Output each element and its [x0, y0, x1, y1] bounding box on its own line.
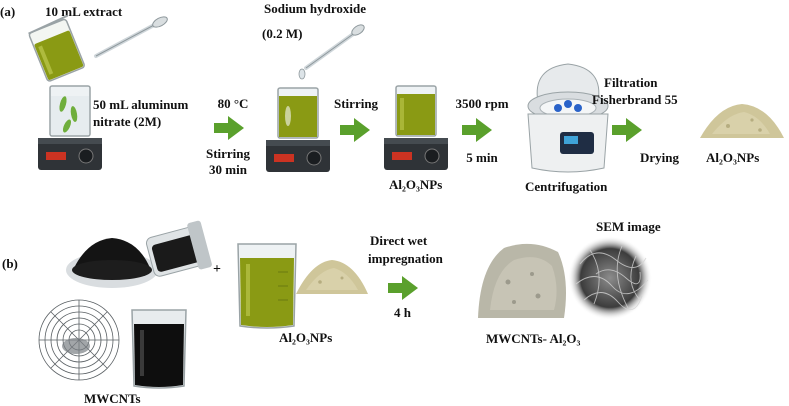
extract-beaker-icon — [28, 14, 85, 82]
composite-label: MWCNTs- Al₂O₃ — [486, 331, 581, 346]
panel-a-label: (a) — [0, 4, 16, 19]
al2o3-stirrer-icon — [384, 85, 448, 170]
nanotube-structure-icon — [38, 299, 120, 381]
product-label-2: Al₂O₃NPs — [706, 150, 760, 165]
arrow-right-icon — [214, 116, 244, 140]
naoh-label-2: (0.2 M) — [262, 26, 303, 41]
extract-beaker-icon — [237, 243, 297, 329]
stirring-time-label: 30 min — [209, 162, 247, 177]
naoh-pipette-icon — [298, 24, 365, 80]
time-label: 5 min — [466, 150, 498, 165]
naoh-label-1: Sodium hydroxide — [264, 1, 366, 16]
aluminum-nitrate-label-1: 50 mL aluminum — [93, 97, 189, 112]
product-label-1: Al₂O₃NPs — [389, 177, 443, 192]
centrifuge-icon — [527, 63, 609, 173]
centrifugation-label: Centrifugation — [525, 179, 608, 194]
stirring-label-1: Stirring — [205, 146, 251, 161]
sem-label: SEM image — [596, 219, 661, 234]
drying-label: Drying — [640, 150, 679, 165]
mwcnts-powder-icon — [66, 220, 212, 288]
panel-b-label: (b) — [2, 256, 18, 271]
filtration-label: Filtration — [604, 75, 658, 90]
temperature-label: 80 °C — [217, 96, 249, 111]
mwcnts-beaker-icon — [131, 309, 187, 389]
sem-image-icon — [568, 236, 652, 320]
stirring-label-2: Stirring — [334, 96, 379, 111]
aluminum-nitrate-stirrer-icon — [38, 85, 102, 170]
extract-volume-label: 10 mL extract — [45, 4, 123, 19]
plus-sign: + — [213, 262, 221, 277]
arrow-right-icon — [462, 118, 492, 142]
product-label-3: Al₂O₃NPs — [279, 330, 333, 345]
arrow-right-icon — [340, 118, 370, 142]
pipette-icon — [94, 16, 168, 58]
duration-label: 4 h — [394, 305, 411, 320]
speed-label: 3500 rpm — [455, 96, 509, 111]
arrow-right-icon — [612, 118, 642, 142]
composite-powder-icon — [478, 243, 566, 318]
method-label-2: impregnation — [368, 251, 443, 266]
filter-paper-label: Fisherbrand 55 — [592, 92, 678, 107]
al2o3-powder-icon — [700, 104, 784, 138]
al2o3-powder-icon — [296, 260, 368, 294]
method-label-1: Direct wet — [370, 233, 428, 248]
mwcnts-label: MWCNTs — [84, 391, 141, 406]
arrow-right-icon — [388, 276, 418, 300]
aluminum-nitrate-label-2: nitrate (2M) — [93, 114, 162, 129]
naoh-stirrer-icon — [266, 87, 330, 172]
